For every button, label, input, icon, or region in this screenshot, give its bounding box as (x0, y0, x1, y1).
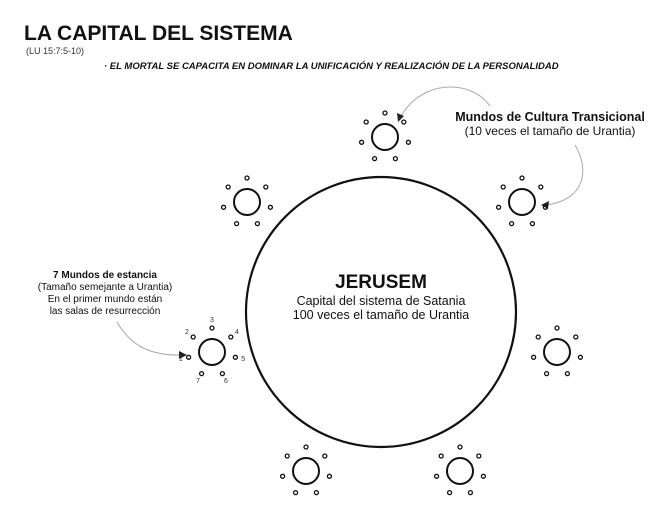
arrow-transitional-top (399, 86, 491, 119)
moon (254, 220, 261, 227)
moon (244, 175, 250, 181)
moon (292, 489, 299, 496)
moon-number: 7 (196, 378, 200, 385)
jerusem-label: JERUSEM Capital del sistema de Satania 1… (263, 272, 499, 322)
page-title: LA CAPITAL DEL SISTEMA (24, 22, 293, 45)
moon (267, 204, 274, 210)
moon (185, 354, 192, 360)
transitional-world-planet (446, 457, 474, 485)
jerusem-line2: 100 veces el tamaño de Urantia (292, 308, 470, 322)
moon (371, 155, 378, 162)
moon-number: 1 (179, 356, 183, 363)
arrow-transitional-right (545, 144, 584, 206)
transitional-world-planet (543, 338, 571, 366)
mansion-line1: (Tamaño semejante a Urantia) (37, 282, 173, 293)
moon (554, 325, 560, 331)
transitional-label: Mundos de Cultura Transicional (10 veces… (440, 110, 660, 138)
moon (228, 334, 234, 340)
moon (476, 453, 482, 459)
moon (542, 204, 549, 210)
moon (313, 489, 320, 496)
moon-number: 3 (210, 317, 214, 324)
moon (500, 184, 506, 190)
moon (573, 334, 579, 340)
moon (198, 370, 205, 377)
moon (303, 444, 309, 450)
mansion-world-planet (198, 338, 226, 366)
moon (433, 473, 440, 479)
moon (232, 354, 239, 360)
moon (401, 119, 407, 125)
reference: (LU 15:7:5-10) (26, 46, 85, 56)
moon (284, 453, 290, 459)
moon (225, 184, 231, 190)
transitional-heading: Mundos de Cultura Transicional (455, 110, 645, 124)
moon (263, 184, 269, 190)
arrow-mansion (116, 321, 183, 356)
moon (190, 334, 196, 340)
mansion-line3: las salas de resurrección (49, 306, 161, 317)
moon (382, 110, 388, 116)
moon (530, 354, 537, 360)
moon (358, 139, 365, 145)
moon (519, 175, 525, 181)
arrowhead (179, 351, 187, 359)
jerusem-line1: Capital del sistema de Satania (296, 294, 466, 308)
moon (438, 453, 444, 459)
moon-number: 4 (235, 329, 239, 336)
moon (446, 489, 453, 496)
moon (405, 139, 412, 145)
moon (220, 204, 227, 210)
moon (392, 155, 399, 162)
moon (219, 370, 226, 377)
mansion-heading: 7 Mundos de estancia (53, 270, 157, 281)
transitional-world-planet (233, 188, 261, 216)
moon (480, 473, 487, 479)
mansion-line2: En el primer mundo están (47, 294, 163, 305)
moon (279, 473, 286, 479)
transitional-world-planet (508, 188, 536, 216)
moon (543, 370, 550, 377)
transitional-world-planet (292, 457, 320, 485)
mansion-label: 7 Mundos de estancia (Tamaño semejante a… (20, 270, 190, 318)
moon (508, 220, 515, 227)
moon (457, 444, 463, 450)
moon-number: 6 (224, 378, 228, 385)
arrowhead (397, 113, 404, 122)
moon (233, 220, 240, 227)
jerusem-name: JERUSEM (335, 272, 427, 293)
moon (322, 453, 328, 459)
moon (326, 473, 333, 479)
moon-number: 5 (241, 356, 245, 363)
moon (363, 119, 369, 125)
jerusem-circle (244, 175, 518, 449)
moon (577, 354, 584, 360)
moon (538, 184, 544, 190)
moon (535, 334, 541, 340)
moon (564, 370, 571, 377)
subtitle: · EL MORTAL SE CAPACITA EN DOMINAR LA UN… (104, 61, 559, 72)
moon (467, 489, 474, 496)
moon (529, 220, 536, 227)
moon (209, 325, 215, 331)
moon (495, 204, 502, 210)
transitional-note: (10 veces el tamaño de Urantia) (464, 124, 636, 138)
transitional-world-planet (371, 123, 399, 151)
moon-number: 2 (185, 329, 189, 336)
